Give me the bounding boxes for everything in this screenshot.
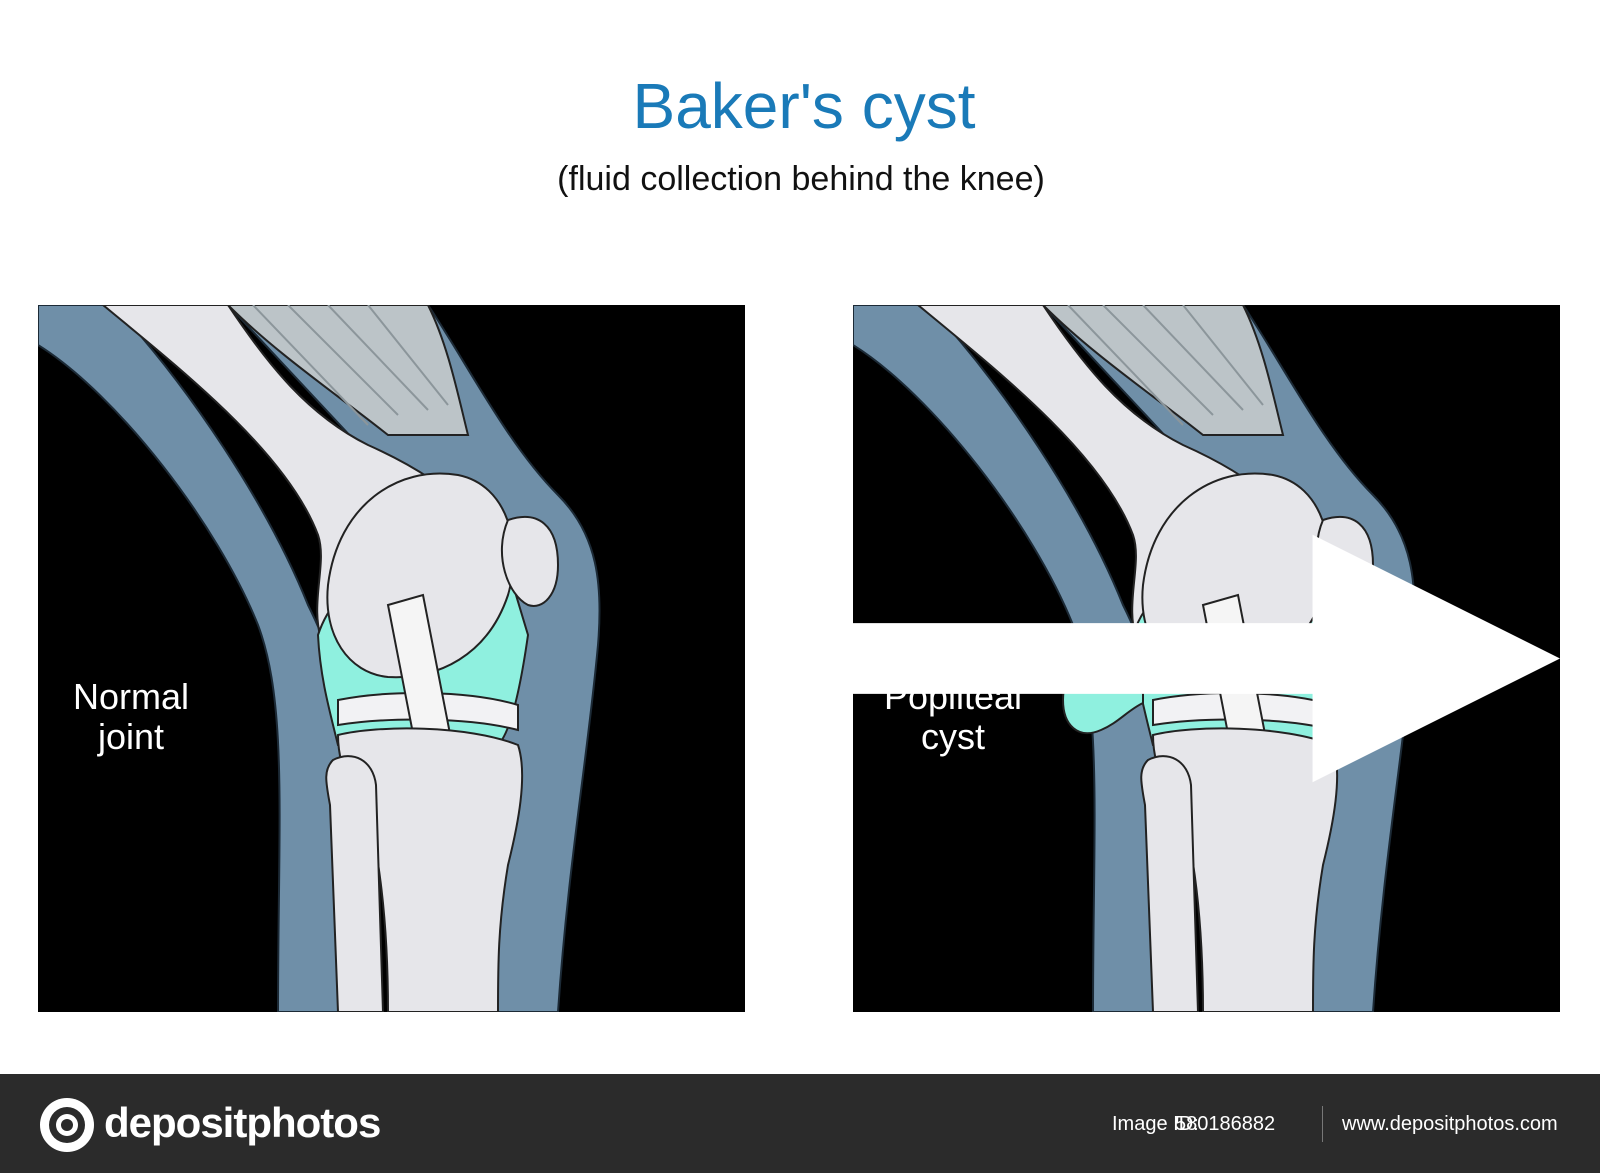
cyst-label-line2: cyst	[920, 716, 985, 757]
thigh-muscle	[1041, 305, 1285, 436]
diagram-title: Baker's cyst	[632, 70, 976, 142]
popliteal-cyst-panel: Popliteal cyst	[853, 305, 1560, 1012]
fibula	[325, 755, 385, 1012]
femoral-condyle	[326, 472, 515, 679]
arrow-right-icon	[853, 534, 1560, 783]
thigh-muscle	[226, 305, 470, 436]
footer-bar: depositphotos Image ID: 580186882 www.de…	[0, 1074, 1600, 1173]
normal-knee-illustration	[38, 305, 601, 1012]
normal-label-line2: joint	[97, 716, 165, 757]
normal-joint-panel: Normal joint	[38, 305, 745, 1012]
soft-tissue-back	[38, 305, 360, 1012]
footer-divider	[1322, 1106, 1323, 1142]
normal-label-line1: Normal	[72, 676, 189, 717]
patella	[500, 516, 560, 607]
logo-text: depositphotos	[104, 1099, 381, 1146]
image-id-label: Image ID:	[1112, 1113, 1199, 1135]
site-url: www.depositphotos.com	[1342, 1113, 1558, 1135]
image-id-value: 580186882	[1175, 1113, 1276, 1135]
logo-camera-icon	[40, 1098, 94, 1152]
normal-joint-label: Normal joint	[66, 677, 196, 757]
diagram-subtitle: (fluid collection behind the knee)	[557, 160, 1045, 198]
fibula	[1140, 755, 1200, 1012]
